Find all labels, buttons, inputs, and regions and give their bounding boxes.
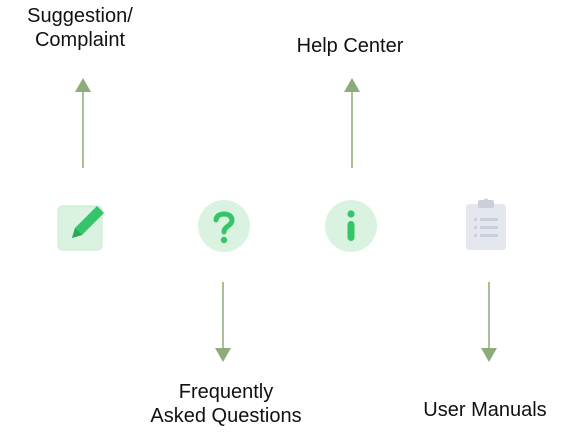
suggestion-arrow — [75, 78, 91, 168]
clipboard-icon[interactable] — [458, 196, 514, 252]
faq-label-line2: Asked Questions — [150, 405, 302, 427]
suggestion-complaint-label: Suggestion/ Complaint — [10, 4, 150, 52]
user-manuals-arrow — [481, 282, 497, 362]
question-icon[interactable] — [196, 198, 252, 254]
faq-arrow — [215, 282, 231, 362]
info-icon[interactable] — [323, 198, 379, 254]
help-center-label: Help Center — [275, 34, 425, 58]
faq-label-line1: Frequently — [178, 381, 274, 403]
help-center-arrow — [344, 78, 360, 168]
user-manuals-label-text: User Manuals — [423, 399, 547, 421]
help-center-label-text: Help Center — [296, 35, 404, 57]
faq-label: Frequently Asked Questions — [116, 380, 336, 428]
suggestion-label-line2: Complaint — [34, 29, 126, 51]
edit-icon[interactable] — [55, 198, 111, 254]
user-manuals-label: User Manuals — [405, 398, 565, 422]
suggestion-label-line1: Suggestion/ — [27, 5, 133, 27]
